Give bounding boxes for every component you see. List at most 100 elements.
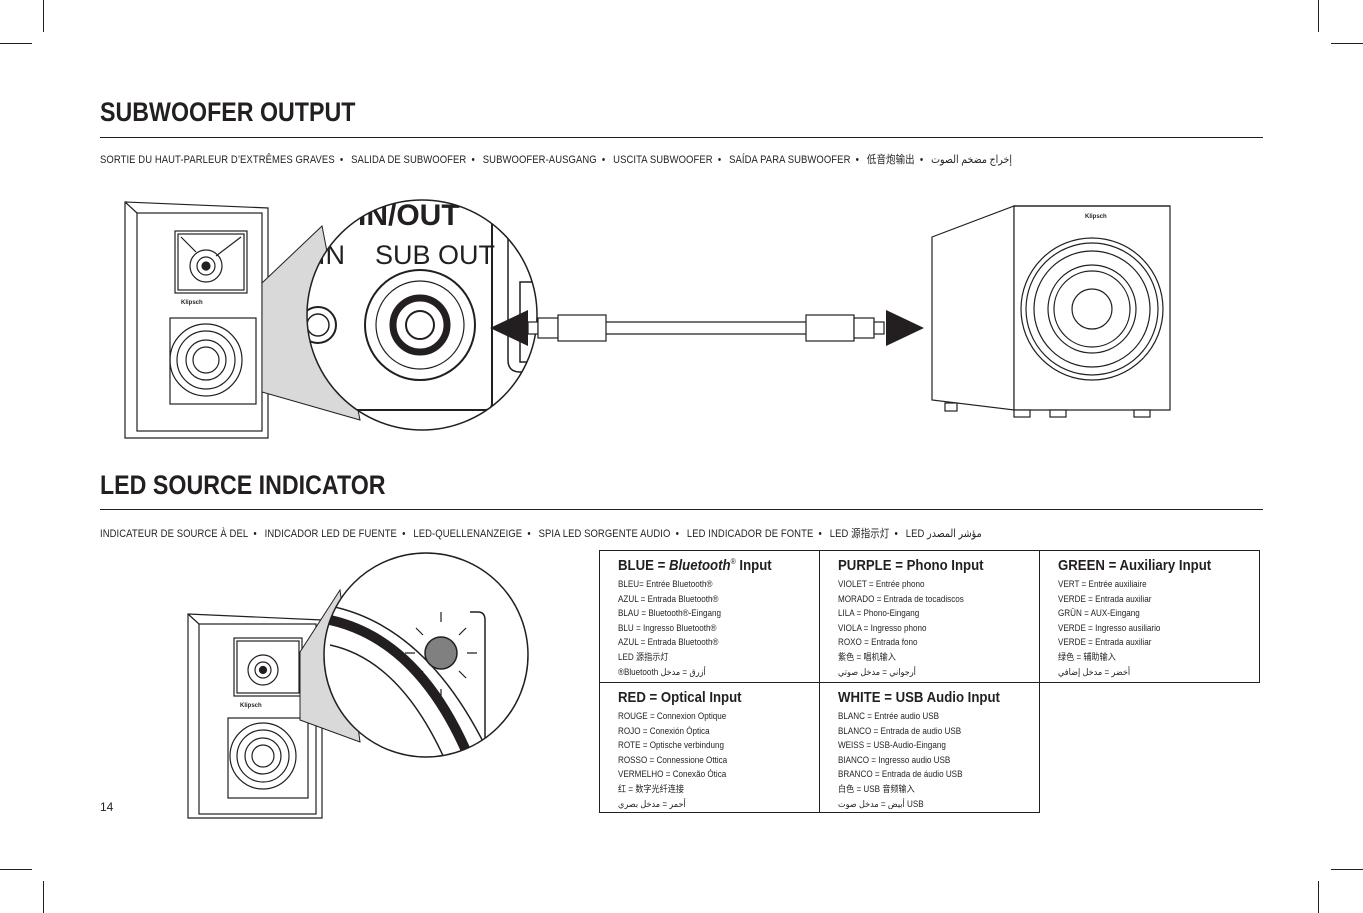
bookshelf-speaker-led-illustration: Klipsch bbox=[187, 613, 323, 819]
translation-text: LED مؤشر المصدر bbox=[905, 528, 982, 540]
cell-title: PURPLE = Phono Input bbox=[838, 557, 984, 574]
crop-mark bbox=[43, 0, 44, 32]
cell-line: VERDE = Entrada auxiliar bbox=[1058, 593, 1152, 604]
cell-line: BRANCO = Entrada de áudio USB bbox=[838, 769, 963, 780]
translation-text: LED 源指示灯 bbox=[829, 528, 890, 540]
bullet: • bbox=[818, 528, 822, 540]
sub-out-jack bbox=[364, 269, 476, 381]
led-cell-purple: PURPLE = Phono Input VIOLET = Entrée pho… bbox=[819, 550, 1040, 683]
cell-line: أخضر = مدخل إضافي bbox=[1058, 666, 1131, 677]
led-cell-green: GREEN = Auxiliary Input VERT = Entrée au… bbox=[1039, 550, 1260, 683]
cell-line: VERDE = Ingresso ausiliario bbox=[1058, 622, 1161, 633]
translation-text: SAÍDA PARA SUBWOOFER bbox=[729, 154, 851, 166]
cell-line: BLEU= Entrée Bluetooth® bbox=[618, 579, 713, 589]
subwoofer-brand-logo: Klipsch bbox=[1085, 214, 1107, 220]
translation-text: INDICATEUR DE SOURCE À DEL bbox=[100, 528, 249, 540]
led-cell-white: WHITE = USB Audio Input BLANC = Entrée a… bbox=[819, 682, 1040, 813]
bullet: • bbox=[471, 154, 475, 166]
crop-mark bbox=[1318, 0, 1319, 32]
translation-text: INDICADOR LED DE FUENTE bbox=[264, 528, 397, 540]
cell-line: ®Bluetooth أزرق = مدخل bbox=[618, 666, 706, 677]
cell-line: LILA = Phono-Eingang bbox=[838, 608, 920, 619]
cell-line: ROTE = Optische verbindung bbox=[618, 740, 725, 751]
cell-line: ROXO = Entrada fono bbox=[838, 637, 918, 648]
cell-line: BLANC = Entrée audio USB bbox=[838, 711, 940, 721]
crop-mark bbox=[0, 43, 32, 44]
cell-line: BIANCO = Ingresso audio USB bbox=[838, 754, 951, 765]
bullet: • bbox=[339, 154, 344, 166]
translation-text: LED INDICADOR DE FONTE bbox=[686, 528, 814, 540]
bookshelf-speaker-illustration: Klipsch bbox=[124, 201, 269, 439]
cell-line: MORADO = Entrada de tocadiscos bbox=[838, 593, 964, 604]
cell-line: VERDE = Entrada auxiliar bbox=[1058, 637, 1152, 648]
cell-line: أحمر = مدخل بصري bbox=[618, 798, 686, 809]
bullet: • bbox=[601, 154, 606, 166]
crop-mark bbox=[1331, 43, 1363, 44]
translation-text: SPIA LED SORGENTE AUDIO bbox=[538, 528, 671, 540]
cell-line: 红 = 数字光纤连接 bbox=[618, 783, 684, 794]
rca-cable bbox=[490, 310, 924, 346]
cell-line: BLAU = Bluetooth®-Eingang bbox=[618, 608, 722, 619]
cell-line: ROJO = Conexión Óptica bbox=[618, 725, 710, 736]
bullet: • bbox=[919, 154, 924, 166]
cell-title: BLUE = Bluetooth® Input bbox=[618, 557, 772, 574]
cell-line: 绿色 = 辅助输入 bbox=[1058, 651, 1116, 662]
cell-title: RED = Optical Input bbox=[618, 689, 742, 706]
translation-text: LED-QUELLENANZEIGE bbox=[413, 528, 523, 540]
cell-line: AZUL = Entrada Bluetooth® bbox=[618, 637, 719, 648]
cell-title: GREEN = Auxiliary Input bbox=[1058, 557, 1212, 574]
divider bbox=[100, 137, 1263, 138]
led-color-table: BLUE = Bluetooth® Input BLEU= Entrée Blu… bbox=[599, 550, 1260, 813]
speaker-brand-logo: Klipsch bbox=[240, 703, 262, 709]
crop-mark bbox=[0, 869, 32, 870]
cell-line: VERT = Entrée auxiliaire bbox=[1058, 579, 1147, 589]
bullet: • bbox=[527, 528, 531, 540]
translation-text: USCITA SUBWOOFER bbox=[613, 154, 713, 166]
bullet: • bbox=[253, 528, 257, 540]
translation-text: SALIDA DE SUBWOOFER bbox=[351, 154, 467, 166]
led-translations: INDICATEUR DE SOURCE À DEL • INDICADOR LE… bbox=[100, 525, 982, 541]
cell-line: WEISS = USB-Audio-Eingang bbox=[838, 740, 946, 751]
subwoofer-illustration: Klipsch bbox=[931, 205, 1171, 418]
cell-line: BLANCO = Entrada de audio USB bbox=[838, 725, 962, 736]
crop-mark bbox=[43, 881, 44, 913]
divider bbox=[100, 509, 1263, 510]
speaker-brand-logo: Klipsch bbox=[181, 300, 203, 306]
crop-mark bbox=[1318, 881, 1319, 913]
cell-line: ROSSO = Connessione Ottica bbox=[618, 754, 728, 765]
translation-text: 低音炮输出 bbox=[866, 154, 915, 166]
led-cell-empty bbox=[1039, 682, 1260, 813]
bullet: • bbox=[717, 154, 722, 166]
cell-line: GRÜN = AUX-Eingang bbox=[1058, 608, 1140, 619]
section-heading-led-source-indicator: LED SOURCE INDICATOR bbox=[100, 470, 386, 500]
subwoofer-translations: SORTIE DU HAUT-PARLEUR D’EXTRÊMES GRAVES… bbox=[100, 151, 1012, 167]
cell-line: BLU = Ingresso Bluetooth® bbox=[618, 622, 717, 633]
cell-line: أبيض = مدخل صوت USB bbox=[838, 798, 924, 809]
cell-line: ROUGE = Connexion Optique bbox=[618, 711, 727, 721]
zoom-circle-led bbox=[323, 552, 529, 758]
translation-text: SUBWOOFER-AUSGANG bbox=[482, 154, 597, 166]
translation-text: إخراج مضخم الصوت bbox=[931, 154, 1012, 166]
bullet: • bbox=[402, 528, 406, 540]
cell-line: VERMELHO = Conexão Ótica bbox=[618, 769, 727, 780]
bullet: • bbox=[855, 154, 860, 166]
cell-line: 白色 = USB 音频输入 bbox=[838, 783, 915, 794]
cell-line: VIOLET = Entrée phono bbox=[838, 579, 925, 589]
crop-mark bbox=[1331, 869, 1363, 870]
led-cell-blue: BLUE = Bluetooth® Input BLEU= Entrée Blu… bbox=[599, 550, 820, 683]
translation-text: SORTIE DU HAUT-PARLEUR D’EXTRÊMES GRAVES bbox=[100, 154, 335, 166]
bullet: • bbox=[675, 528, 680, 540]
page-number: 14 bbox=[100, 800, 114, 814]
cell-line: 紫色 = 唱机输入 bbox=[838, 651, 896, 662]
led-indicator bbox=[424, 636, 458, 670]
cell-title: WHITE = USB Audio Input bbox=[838, 689, 1000, 706]
section-heading-subwoofer-output: SUBWOOFER OUTPUT bbox=[100, 97, 356, 127]
bullet: • bbox=[894, 528, 898, 540]
cell-line: VIOLA = Ingresso phono bbox=[838, 622, 927, 633]
port-sub-out-label: SUB OUT bbox=[375, 240, 495, 270]
led-cell-red: RED = Optical Input ROUGE = Connexion Op… bbox=[599, 682, 820, 813]
cell-line: AZUL = Entrada Bluetooth® bbox=[618, 593, 719, 604]
cell-line: LED 源指示灯 bbox=[618, 651, 669, 662]
cell-line: أرجواني = مدخل صوتي bbox=[838, 666, 916, 677]
